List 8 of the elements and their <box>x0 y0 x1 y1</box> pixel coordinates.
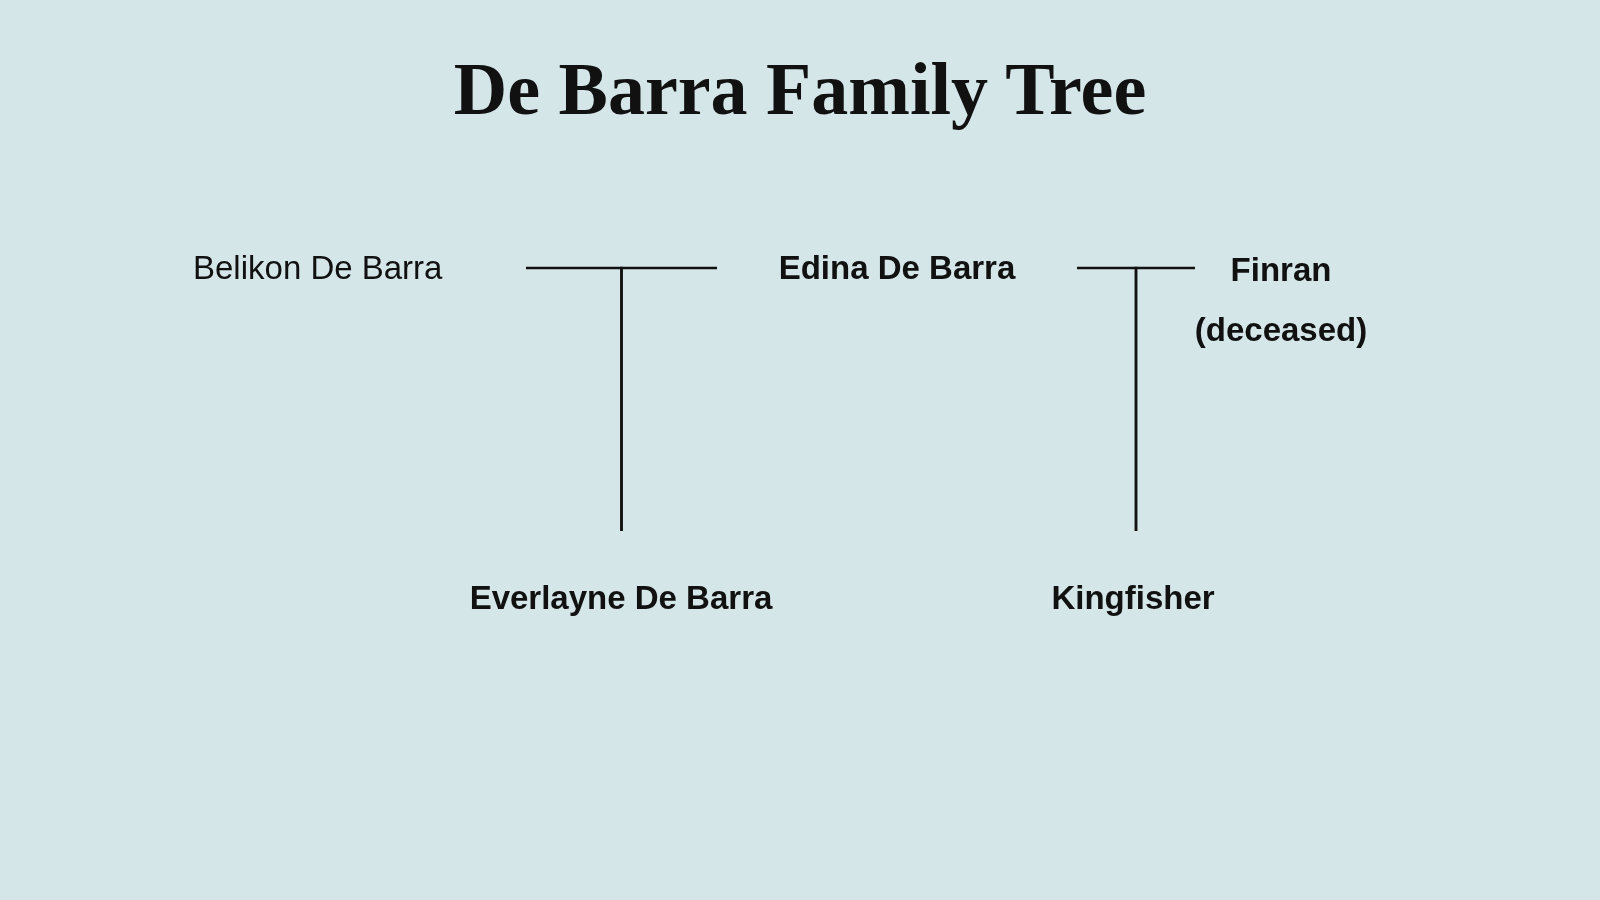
name-text: Kingfisher <box>1051 578 1215 618</box>
name-text: Edina De Barra <box>778 248 1016 288</box>
name-text: (deceased) <box>1194 310 1368 350</box>
name-text: Finran <box>1230 250 1332 290</box>
connector-line <box>1134 266 1195 531</box>
name-text: Everlayne De Barra <box>469 578 773 618</box>
name-text: Belikon De Barra <box>193 248 443 288</box>
connector-line <box>620 266 717 531</box>
